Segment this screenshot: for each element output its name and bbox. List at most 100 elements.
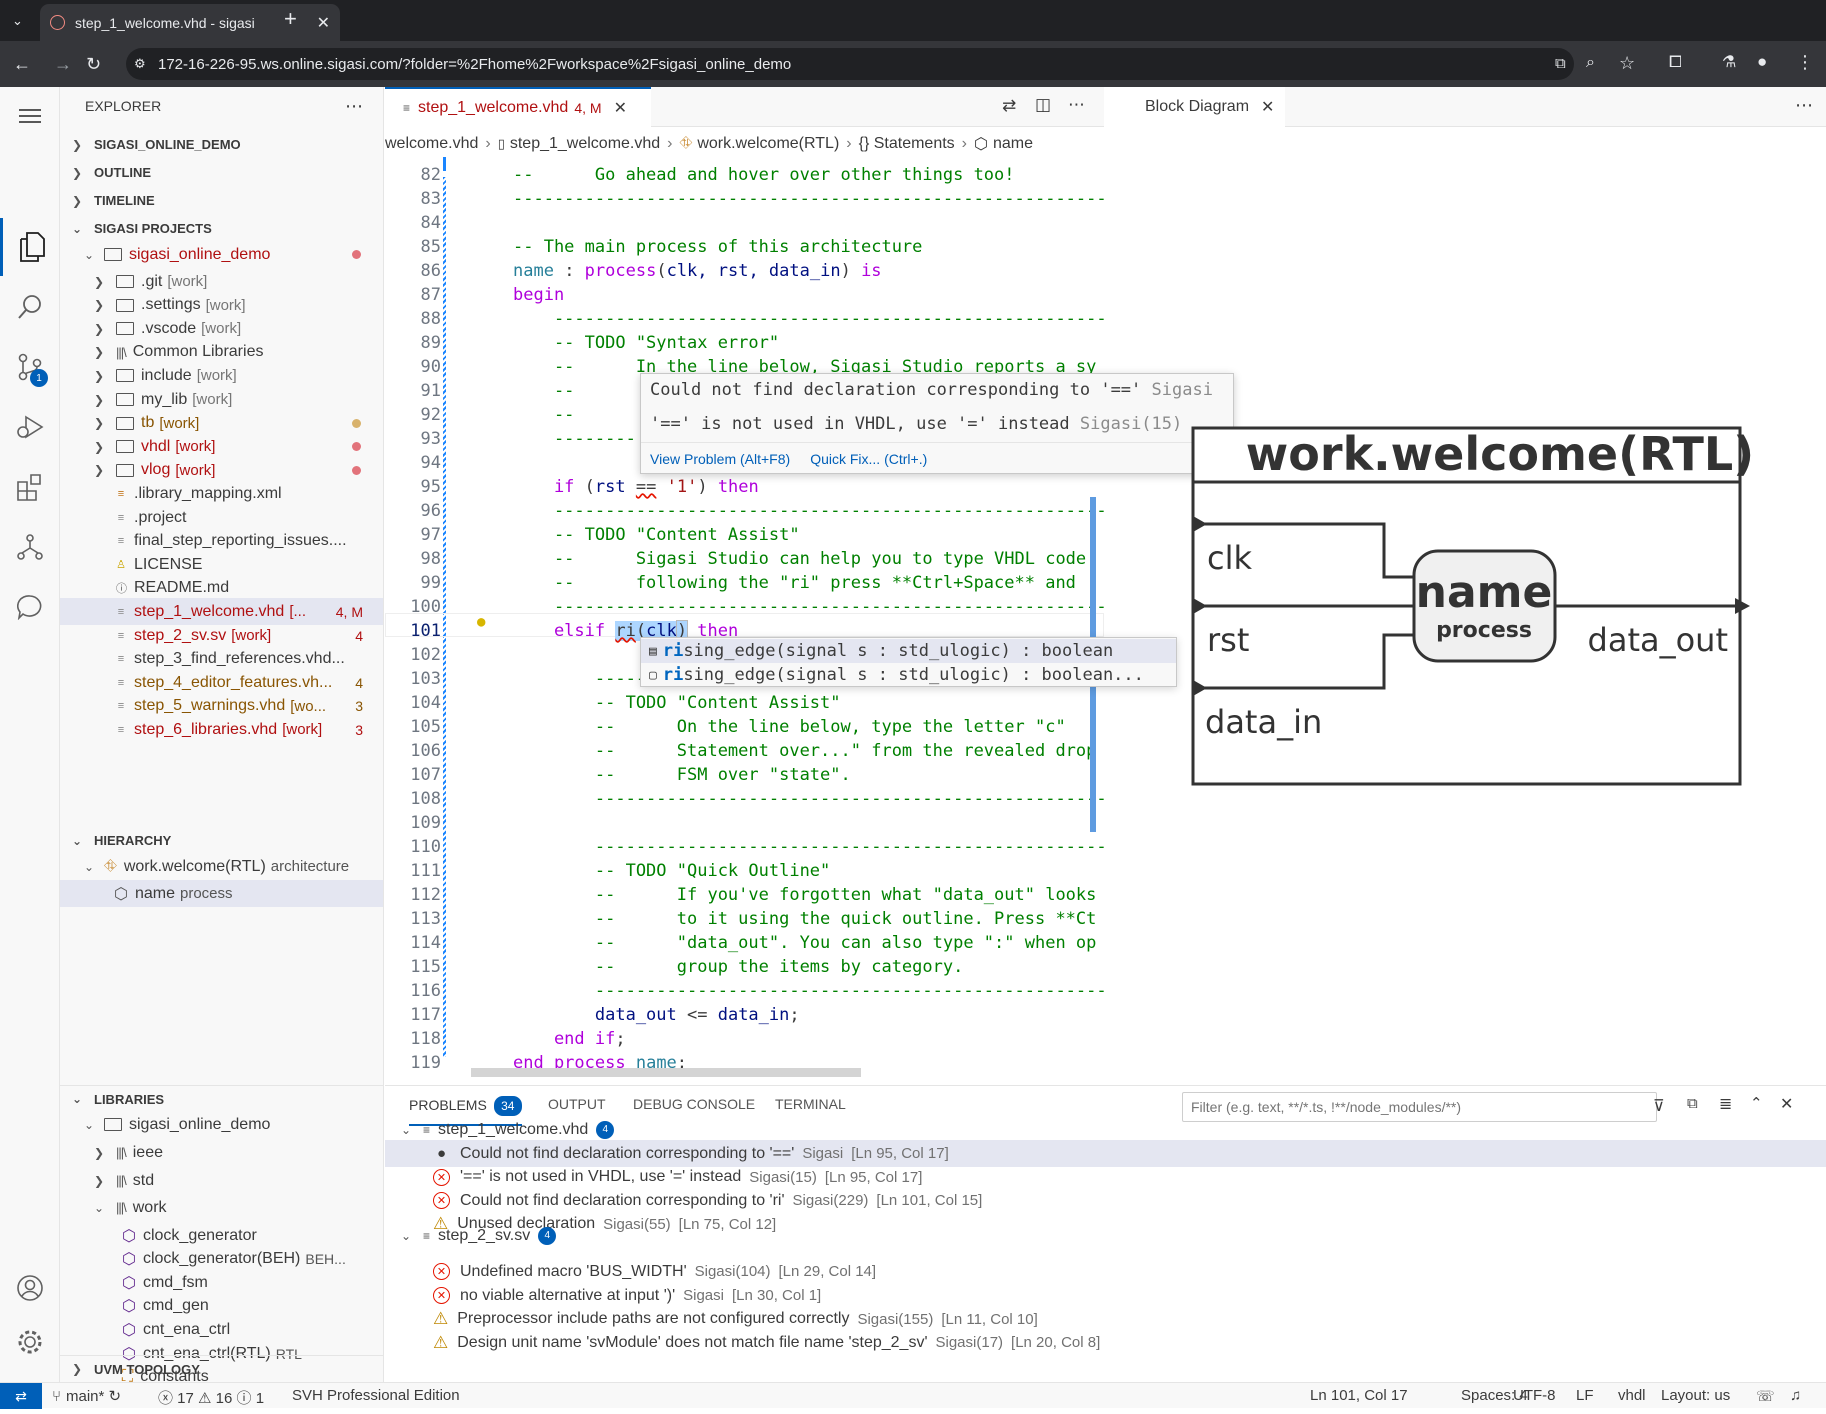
close-tab-icon[interactable]: ✕: [1261, 99, 1275, 116]
breadcrumb-item[interactable]: welcome.vhd: [385, 134, 479, 152]
edition-label[interactable]: SVH Professional Edition: [292, 1387, 460, 1404]
browser-menu-icon[interactable]: ⋮: [1796, 52, 1814, 72]
install-app-icon[interactable]: ⧉: [1555, 55, 1566, 72]
keyboard-layout[interactable]: Layout: us: [1661, 1387, 1731, 1404]
tree-item[interactable]: ❯vlog[work]: [60, 457, 383, 484]
library-unit[interactable]: ⬡clock_generator(BEH)BEH...: [122, 1250, 346, 1269]
library-ieee[interactable]: ❯|||\ieee: [93, 1143, 163, 1161]
horizontal-scrollbar[interactable]: [471, 1068, 861, 1077]
explorer-icon[interactable]: [0, 218, 60, 276]
tab-step-1-welcome[interactable]: ≡ step_1_welcome.vhd 4, M ✕: [385, 87, 651, 127]
problem-item[interactable]: ✕'==' is not used in VHDL, use '=' inste…: [385, 1164, 1826, 1191]
feedback-icon[interactable]: ☏: [1756, 1388, 1775, 1405]
back-icon[interactable]: ←: [13, 54, 31, 74]
run-debug-icon[interactable]: [0, 398, 60, 456]
labs-icon[interactable]: ⚗: [1722, 54, 1737, 71]
search-icon[interactable]: [0, 278, 60, 336]
zoom-icon[interactable]: ⌕: [1586, 54, 1595, 71]
view-problem-link[interactable]: View Problem (Alt+F8): [650, 450, 791, 467]
settings-gear-icon[interactable]: [0, 1313, 60, 1371]
tree-item[interactable]: ≡.project: [117, 508, 187, 526]
problem-item[interactable]: ✕Undefined macro 'BUS_WIDTH'Sigasi(104)[…: [385, 1258, 1826, 1285]
library-unit[interactable]: ⬡cnt_ena_ctrl: [122, 1320, 231, 1339]
tree-item[interactable]: ❯include[work]: [93, 366, 237, 385]
tab-terminal[interactable]: TERMINAL: [775, 1096, 846, 1112]
tree-item[interactable]: ❯tb[work]: [60, 410, 383, 437]
bookmark-star-icon[interactable]: ☆: [1619, 53, 1636, 73]
problems-summary[interactable]: ⓧ 17 ⚠ 16 ⓘ 1: [158, 1390, 265, 1407]
tree-item[interactable]: ❯.vscode[work]: [93, 319, 242, 338]
problem-item[interactable]: ●Could not find declaration correspondin…: [385, 1140, 1826, 1167]
tree-item[interactable]: ❯my_lib[work]: [93, 390, 233, 409]
section-libraries[interactable]: ⌄LIBRARIES: [60, 1085, 383, 1112]
project-root[interactable]: ⌄sigasi_online_demo: [60, 241, 383, 268]
address-bar[interactable]: ⚙ 172-16-226-95.ws.online.sigasi.com/?fo…: [126, 48, 1574, 80]
hierarchy-icon[interactable]: [0, 518, 60, 576]
extensions-icon[interactable]: [0, 458, 60, 516]
problems-filter-input[interactable]: [1182, 1092, 1657, 1122]
tree-item[interactable]: ❯vhdl[work]: [60, 433, 383, 460]
menu-icon[interactable]: [0, 87, 60, 145]
section-hierarchy[interactable]: ⌄HIERARCHY: [71, 833, 172, 848]
library-unit[interactable]: ⛶constants: [122, 1368, 209, 1386]
extensions-icon[interactable]: ⧠: [1669, 54, 1682, 71]
tab-debug-console[interactable]: DEBUG CONSOLE: [633, 1096, 756, 1112]
tree-item[interactable]: ≡step_5_warnings.vhd[wo...3: [117, 697, 363, 715]
forward-icon[interactable]: →: [54, 54, 72, 74]
new-tab-icon[interactable]: +: [284, 6, 297, 31]
tree-item[interactable]: ≡step_2_sv.sv[work]4: [117, 626, 363, 645]
close-tab-icon[interactable]: ✕: [613, 100, 627, 117]
remote-indicator-icon[interactable]: ⇄: [0, 1383, 42, 1409]
compare-changes-icon[interactable]: ⇄: [1002, 96, 1017, 115]
library-unit[interactable]: ⬡cmd_fsm: [122, 1273, 208, 1292]
encoding[interactable]: UTF-8: [1513, 1387, 1556, 1404]
tree-item[interactable]: ≡final_step_reporting_issues....: [117, 532, 347, 550]
end-of-line[interactable]: LF: [1576, 1387, 1594, 1404]
tree-item[interactable]: ❯.settings[work]: [93, 296, 246, 314]
view-as-list-icon[interactable]: ≣: [1719, 1096, 1733, 1113]
browser-tab[interactable]: step_1_welcome.vhd - sigasi ✕: [40, 4, 340, 41]
library-work[interactable]: ⌄|||\work: [93, 1198, 167, 1216]
filter-icon[interactable]: ⊽: [1653, 1098, 1665, 1115]
tab-list-chevron-icon[interactable]: ⌄: [12, 13, 23, 28]
notifications-bell-icon[interactable]: ♫: [1790, 1387, 1802, 1404]
library-unit[interactable]: ⬡cmd_gen: [122, 1297, 209, 1316]
more-actions-icon[interactable]: ⋯: [1795, 95, 1813, 115]
close-panel-icon[interactable]: ✕: [1780, 1096, 1794, 1113]
language-mode[interactable]: vhdl: [1618, 1387, 1646, 1404]
source-control-icon[interactable]: 1: [0, 338, 60, 396]
branch-indicator[interactable]: ⑂main* ↻: [52, 1388, 122, 1405]
problem-item[interactable]: ⚠Preprocessor include paths are not conf…: [433, 1309, 1038, 1329]
problem-item[interactable]: ⚠Design unit name 'svModule' does not ma…: [433, 1332, 1101, 1352]
more-actions-icon[interactable]: ⋯: [345, 95, 363, 116]
collapse-all-icon[interactable]: ⧉: [1687, 1095, 1698, 1112]
maximize-panel-icon[interactable]: ⌃: [1750, 1095, 1763, 1112]
tree-item[interactable]: ≡step_6_libraries.vhd[work]3: [117, 720, 363, 739]
tree-item[interactable]: ≡step_4_editor_features.vh...4: [117, 673, 363, 691]
library-std[interactable]: ❯|||\std: [93, 1171, 155, 1189]
close-tab-icon[interactable]: ✕: [316, 14, 330, 32]
block-diagram[interactable]: work.welcome(RTL) name process clk rst d…: [1105, 127, 1826, 1082]
tab-block-diagram[interactable]: Block Diagram ✕: [1105, 87, 1285, 127]
section-sigasi-projects[interactable]: ⌄SIGASI PROJECTS: [71, 221, 212, 236]
tree-item[interactable]: ❯|||\Common Libraries: [93, 343, 264, 361]
feedback-icon[interactable]: [0, 578, 60, 636]
tree-item[interactable]: ❯.git[work]: [93, 272, 208, 291]
split-editor-icon[interactable]: ◫: [1035, 95, 1052, 114]
site-settings-icon[interactable]: ⚙: [134, 56, 146, 71]
profile-icon[interactable]: ●: [1757, 52, 1768, 71]
problem-item[interactable]: ✕Could not find declaration correspondin…: [385, 1187, 1826, 1214]
problem-item[interactable]: ✕no viable alternative at input ')'Sigas…: [385, 1282, 1826, 1309]
reload-icon[interactable]: ↻: [86, 54, 102, 74]
hierarchy-architecture[interactable]: ⌄⛗work.welcome(RTL)architecture: [83, 857, 350, 876]
section-timeline[interactable]: ❯TIMELINE: [71, 193, 155, 208]
